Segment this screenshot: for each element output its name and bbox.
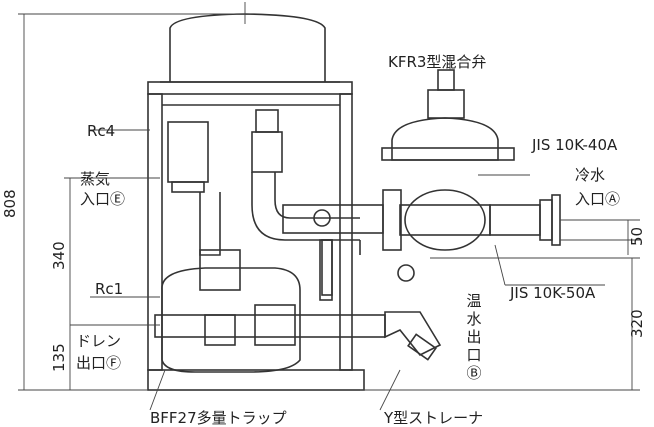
dim-overall: 808 [1,189,19,218]
dim-50: 50 [628,226,646,246]
valve-bonnet [391,117,499,161]
cold-water-label-2: 入口Ⓐ [575,190,621,208]
cold-water-label-1: 冷水 [575,166,606,184]
dim-135: 135 [50,343,68,372]
drain-label-1: ドレン [76,332,122,350]
jis40-label: JIS 10K-40A [532,136,618,154]
frame-right-post [339,93,353,371]
jis50-label: JIS 10K-50A [510,284,596,302]
tank-flange [147,81,353,95]
drain-label-2: 出口Ⓕ [76,354,122,372]
rc1-label: Rc1 [95,280,124,298]
trap-body [161,267,301,373]
rc4-label: Rc4 [87,122,116,140]
dim-340: 340 [50,241,68,270]
trap-label: BFF27多量トラップ [150,409,287,427]
strainer-label: Y型ストレーナ [384,409,484,427]
steam-label-2: 入口Ⓔ [80,190,126,208]
steam-label-1: 蒸気 [80,170,111,188]
tank-dome [169,13,326,82]
base-plate [147,369,365,391]
dim-320: 320 [628,309,646,338]
valve-label: KFR3型混合弁 [388,53,487,71]
hot-water-label: 温水出口Ⓑ [466,292,482,382]
